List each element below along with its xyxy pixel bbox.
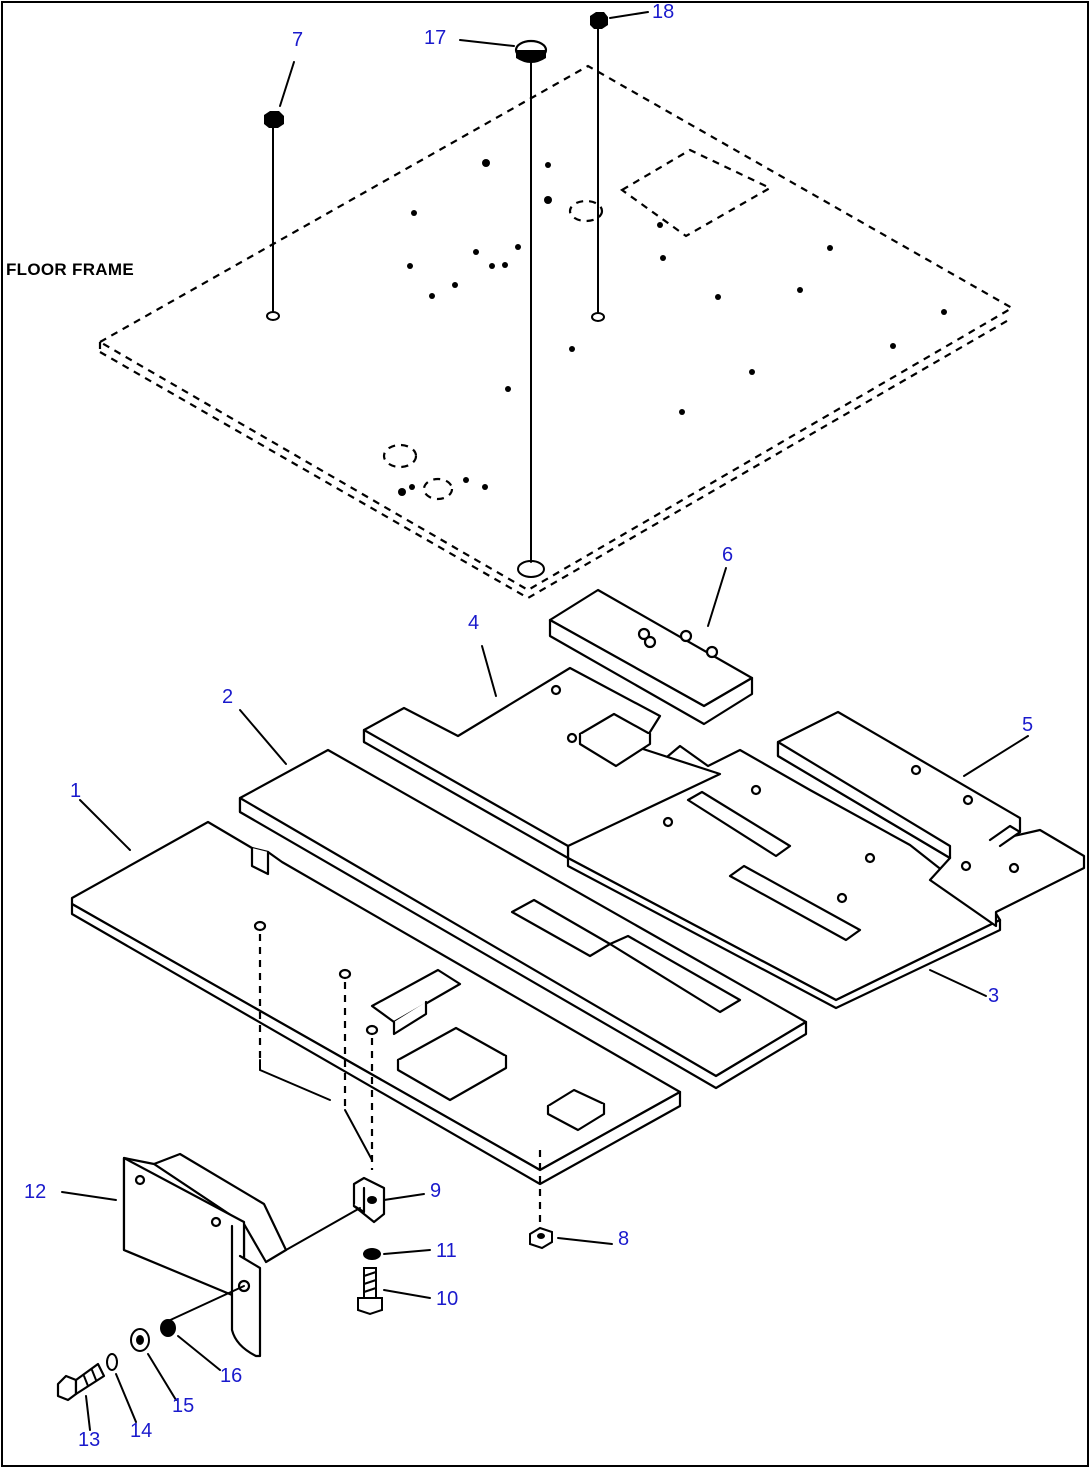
part-3-plate	[566, 744, 1002, 1010]
callout-11: 11	[436, 1240, 457, 1262]
part-8-nut	[529, 1226, 553, 1250]
callout-13: 13	[78, 1429, 100, 1451]
part-5-plate	[776, 710, 1086, 928]
callout-17: 17	[424, 27, 446, 49]
callout-8: 8	[618, 1228, 629, 1250]
part-4-plate	[362, 666, 722, 860]
callout-4: 4	[468, 612, 479, 634]
callout-9: 9	[430, 1180, 441, 1202]
leader-lines	[61, 11, 1029, 1431]
callout-7: 7	[292, 29, 303, 51]
floor-frame-label: FLOOR FRAME	[6, 260, 134, 279]
callout-1: 1	[70, 780, 81, 802]
callout-10: 10	[436, 1288, 458, 1310]
part-14-lockwasher	[106, 1353, 118, 1371]
part-16-nut	[160, 1319, 176, 1337]
part-2-plate	[238, 748, 808, 1090]
bracket-assembly	[258, 934, 553, 1316]
frame-holes	[398, 159, 947, 496]
part-1-plate	[70, 820, 682, 1186]
part-15-washer	[130, 1328, 150, 1352]
callout-5: 5	[1022, 714, 1033, 736]
part-18-nut	[590, 12, 608, 322]
part-11-nut	[363, 1248, 381, 1260]
part-17-cap	[514, 39, 548, 563]
callout-18: 18	[652, 1, 674, 23]
part-13-bolt	[56, 1362, 106, 1402]
callout-3: 3	[988, 985, 999, 1007]
part-6-plate	[548, 588, 754, 726]
part-7-bolt	[264, 111, 284, 321]
part-12-cover	[122, 1152, 361, 1358]
part-10-bolt	[357, 1267, 383, 1316]
callout-15: 15	[172, 1395, 194, 1417]
callout-14: 14	[130, 1420, 152, 1442]
part-9-bracket	[352, 1176, 386, 1224]
floor-frame	[97, 64, 1015, 600]
callout-6: 6	[722, 544, 733, 566]
callout-2: 2	[222, 686, 233, 708]
callout-12: 12	[24, 1181, 46, 1203]
callout-16: 16	[220, 1365, 242, 1387]
